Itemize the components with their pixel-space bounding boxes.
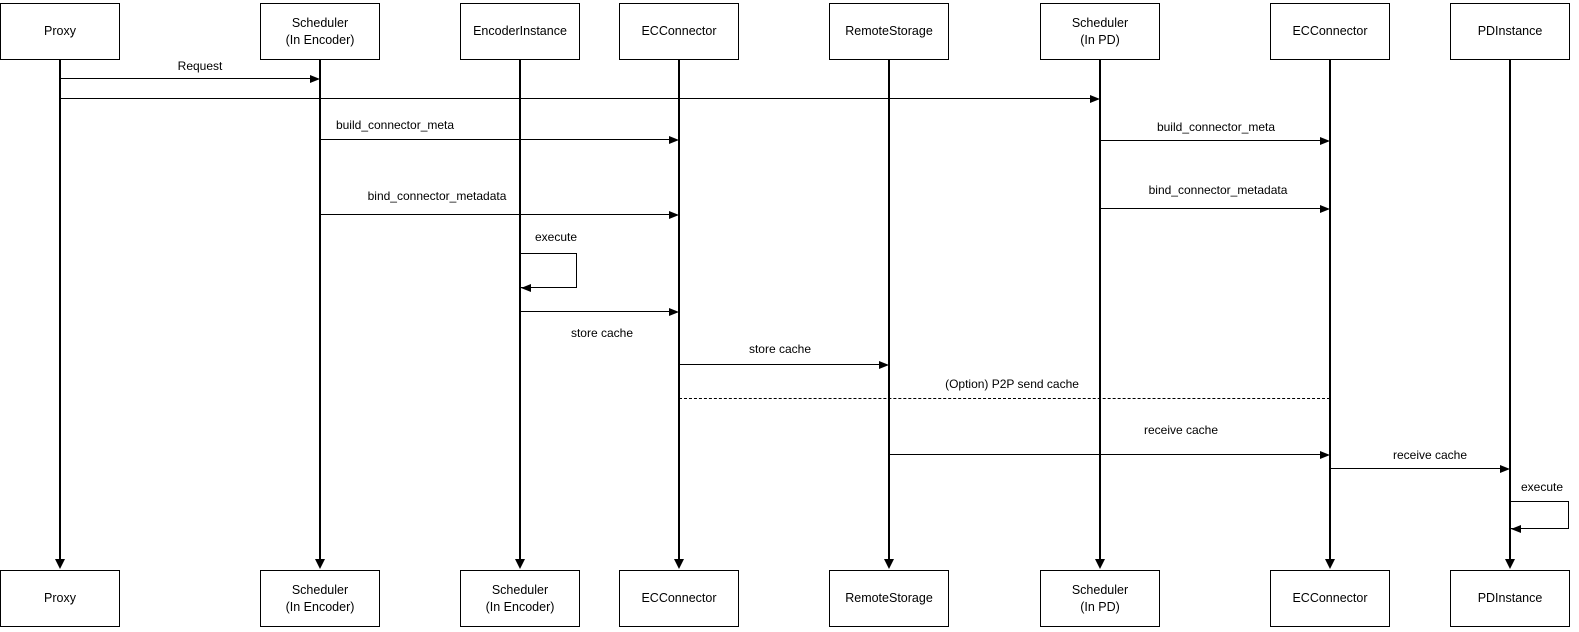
message-line-build-connector-meta-left (320, 139, 670, 141)
participant-box-top-encoder-instance: EncoderInstance (460, 3, 580, 60)
participant-box-bottom-ec-connector-2: ECConnector (1270, 570, 1390, 627)
message-line-bind-connector-metadata-left (320, 214, 670, 216)
message-label-store-cache-remote: store cache (748, 342, 812, 356)
message-arrowhead-icon (669, 307, 679, 316)
message-label-build-connector-meta-left: build_connector_meta (335, 118, 455, 132)
message-arrowhead-icon (669, 210, 679, 219)
message-line-store-cache-remote (679, 364, 880, 366)
self-message-label-execute-encoder: execute (534, 230, 578, 244)
participant-box-bottom-ec-connector-1: ECConnector (619, 570, 739, 627)
message-arrowhead-icon (1500, 464, 1510, 473)
participant-box-top-scheduler-encoder: Scheduler (In Encoder) (260, 3, 380, 60)
participant-box-bottom-pd-instance: PDInstance (1450, 570, 1570, 627)
participant-box-bottom-proxy: Proxy (0, 570, 120, 627)
message-line-receive-cache-pd (1330, 468, 1501, 470)
message-arrowhead-icon (310, 74, 320, 83)
lifeline-end-arrowhead-icon (515, 559, 525, 569)
message-label-store-cache-encoder: store cache (570, 326, 634, 340)
message-line-bind-connector-metadata-right (1100, 208, 1321, 210)
lifeline-end-arrowhead-icon (1325, 559, 1335, 569)
lifeline-remote-storage (888, 60, 890, 560)
lifeline-proxy (59, 60, 61, 560)
participant-box-bottom-scheduler-encoder-1: Scheduler (In Encoder) (260, 570, 380, 627)
message-arrowhead-icon (669, 135, 679, 144)
lifeline-pd-instance (1509, 60, 1511, 560)
participant-box-top-remote-storage: RemoteStorage (829, 3, 949, 60)
message-line-p2p-send-cache (679, 398, 1330, 400)
message-arrowhead-icon (521, 284, 531, 292)
message-line-store-cache-encoder (520, 311, 670, 313)
lifeline-end-arrowhead-icon (315, 559, 325, 569)
message-line-request (60, 78, 311, 80)
message-arrowhead-icon (879, 360, 889, 369)
message-arrowhead-icon (1320, 204, 1330, 213)
lifeline-end-arrowhead-icon (884, 559, 894, 569)
message-line-build-connector-meta-right (1100, 140, 1321, 142)
lifeline-encoder-instance (519, 60, 521, 560)
lifeline-scheduler-pd (1099, 60, 1101, 560)
message-label-p2p-send-cache: (Option) P2P send cache (945, 377, 1079, 391)
lifeline-scheduler-encoder (319, 60, 321, 560)
message-arrowhead-icon (1090, 94, 1100, 103)
message-label-receive-cache-ec: receive cache (1143, 423, 1219, 437)
message-arrowhead-icon (1320, 450, 1330, 459)
participant-box-top-pd-instance: PDInstance (1450, 3, 1570, 60)
participant-box-bottom-scheduler-pd: Scheduler (In PD) (1040, 570, 1160, 627)
message-label-build-connector-meta-right: build_connector_meta (1156, 120, 1276, 134)
participant-box-bottom-scheduler-encoder-2: Scheduler (In Encoder) (460, 570, 580, 627)
lifeline-end-arrowhead-icon (674, 559, 684, 569)
lifeline-end-arrowhead-icon (55, 559, 65, 569)
self-message-label-execute-pd: execute (1520, 480, 1564, 494)
message-line-proxy-to-scheduler-pd (60, 98, 1091, 100)
message-label-bind-connector-metadata-right: bind_connector_metadata (1148, 183, 1288, 197)
lifeline-end-arrowhead-icon (1095, 559, 1105, 569)
message-label-bind-connector-metadata-left: bind_connector_metadata (367, 189, 507, 203)
message-arrowhead-icon (1320, 136, 1330, 145)
message-label-request: Request (177, 59, 223, 73)
participant-box-top-ec-connector-1: ECConnector (619, 3, 739, 60)
message-line-receive-cache-ec (889, 454, 1321, 456)
participant-box-top-proxy: Proxy (0, 3, 120, 60)
lifeline-ec-connector-2 (1329, 60, 1331, 560)
lifeline-end-arrowhead-icon (1505, 559, 1515, 569)
message-arrowhead-icon (1511, 525, 1521, 533)
message-label-receive-cache-pd: receive cache (1392, 448, 1468, 462)
participant-box-top-ec-connector-2: ECConnector (1270, 3, 1390, 60)
participant-box-bottom-remote-storage: RemoteStorage (829, 570, 949, 627)
self-message-loop-execute-pd (1510, 501, 1569, 529)
participant-box-top-scheduler-pd: Scheduler (In PD) (1040, 3, 1160, 60)
self-message-loop-execute-encoder (520, 253, 577, 288)
